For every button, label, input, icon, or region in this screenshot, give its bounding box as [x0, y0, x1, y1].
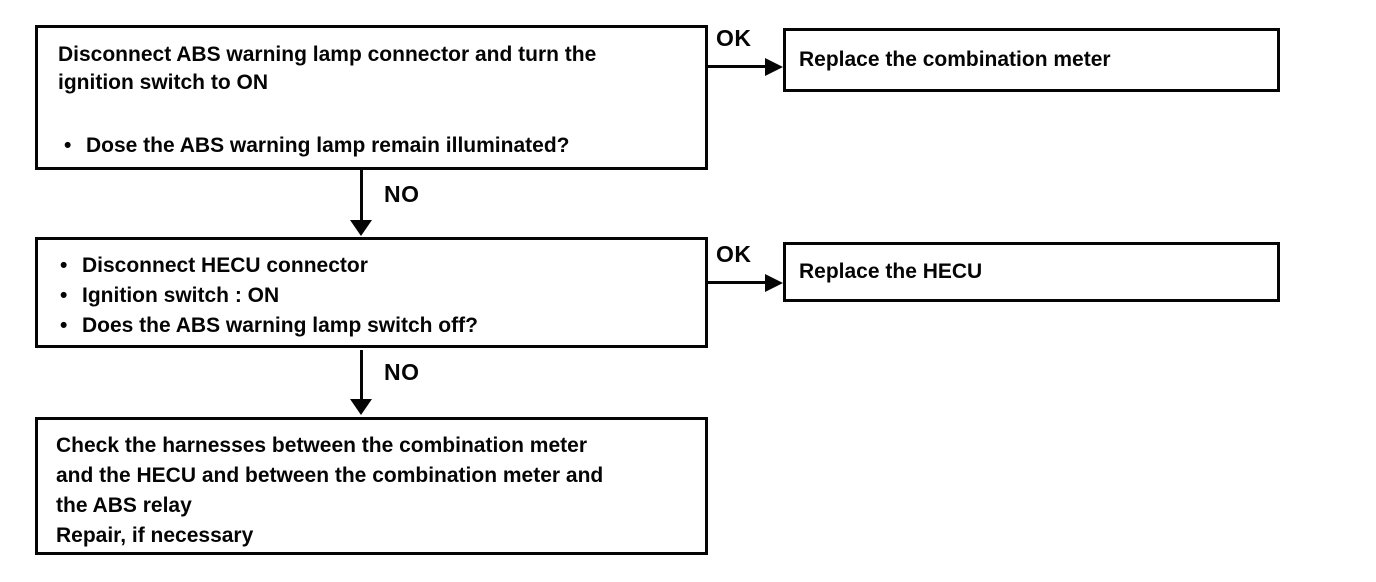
step1-question-row: • Dose the ABS warning lamp remain illum… — [58, 131, 685, 161]
step1-instruction-line1: Disconnect ABS warning lamp connector an… — [58, 43, 597, 66]
ok1-arrow-line — [707, 65, 767, 68]
bullet-icon: • — [60, 284, 68, 307]
bullet-icon: • — [64, 134, 72, 157]
result1-text: Replace the combination meter — [799, 48, 1111, 71]
step1-instruction: Disconnect ABS warning lamp connector an… — [58, 41, 685, 97]
connector-label-no2: NO — [384, 359, 420, 385]
step2-item-text: Ignition switch : ON — [82, 284, 280, 307]
step2-item-row: • Ignition switch : ON — [54, 281, 687, 311]
result2-text: Replace the HECU — [799, 260, 983, 283]
step3-text-line4: Repair, if necessary — [56, 524, 254, 547]
bullet-icon: • — [60, 254, 68, 277]
step1-question-text: Dose the ABS warning lamp remain illumin… — [86, 134, 570, 157]
step2-item-text: Does the ABS warning lamp switch off? — [82, 314, 478, 337]
connector-label-ok1: OK — [716, 25, 752, 51]
flow-box-result1: Replace the combination meter — [783, 28, 1280, 92]
step3-text-line3: the ABS relay — [56, 494, 192, 517]
connector-label-no1: NO — [384, 181, 420, 207]
connector-label-ok2: OK — [716, 241, 752, 267]
no1-arrow-line — [360, 170, 363, 222]
step1-instruction-line2: ignition switch to ON — [58, 71, 268, 94]
step2-item-row: • Does the ABS warning lamp switch off? — [54, 311, 687, 341]
no2-arrowhead-icon — [350, 399, 372, 415]
flow-box-step2: • Disconnect HECU connector • Ignition s… — [35, 237, 708, 348]
ok1-arrowhead-icon — [765, 58, 783, 76]
flow-box-result2: Replace the HECU — [783, 242, 1280, 302]
step3-text-line1: Check the harnesses between the combinat… — [56, 434, 587, 457]
ok2-arrowhead-icon — [765, 274, 783, 292]
step2-item-row: • Disconnect HECU connector — [54, 251, 687, 281]
step3-text-line2: and the HECU and between the combination… — [56, 464, 604, 487]
step2-item-text: Disconnect HECU connector — [82, 254, 368, 277]
flow-box-step3: Check the harnesses between the combinat… — [35, 417, 708, 555]
no2-arrow-line — [360, 350, 363, 401]
bullet-icon: • — [60, 314, 68, 337]
flow-box-step1: Disconnect ABS warning lamp connector an… — [35, 25, 708, 170]
ok2-arrow-line — [707, 281, 767, 284]
no1-arrowhead-icon — [350, 220, 372, 236]
